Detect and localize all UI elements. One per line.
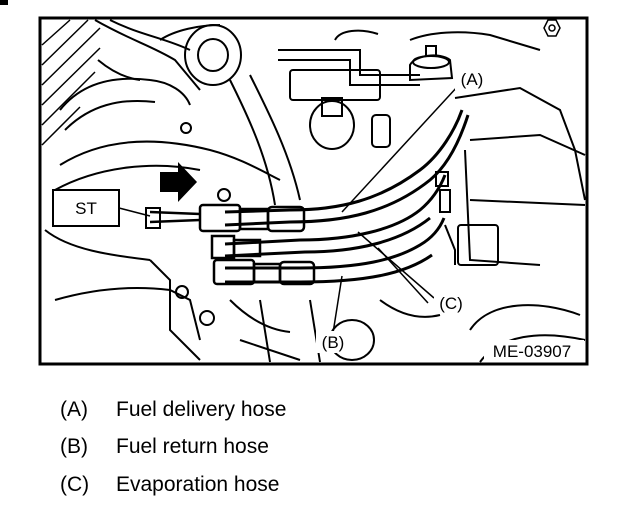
- legend-text: Fuel delivery hose: [116, 398, 287, 421]
- legend-text: Evaporation hose: [116, 473, 280, 496]
- callout-a: (A): [461, 70, 484, 89]
- engine-illustration: [41, 19, 586, 363]
- callout-leaders: [332, 85, 459, 334]
- figure-id: ME-03907: [493, 342, 571, 361]
- hatched-block: [41, 19, 101, 146]
- legend-item-b: (B) Fuel return hose: [60, 435, 269, 459]
- legend-key: (B): [60, 435, 88, 458]
- callout-b: (B): [322, 333, 345, 352]
- direction-arrow: [160, 162, 197, 202]
- st-leader-line: [118, 207, 151, 217]
- legend-key: (C): [60, 473, 90, 496]
- legend-item-a: (A) Fuel delivery hose: [60, 398, 286, 422]
- legend-key: (A): [60, 398, 88, 421]
- st-label: ST: [75, 199, 97, 218]
- callout-c: (C): [439, 294, 463, 313]
- corner-mark: [0, 0, 8, 5]
- legend-text: Fuel return hose: [116, 435, 269, 458]
- illustration-frame: [38, 16, 589, 366]
- legend-item-c: (C) Evaporation hose: [60, 473, 279, 497]
